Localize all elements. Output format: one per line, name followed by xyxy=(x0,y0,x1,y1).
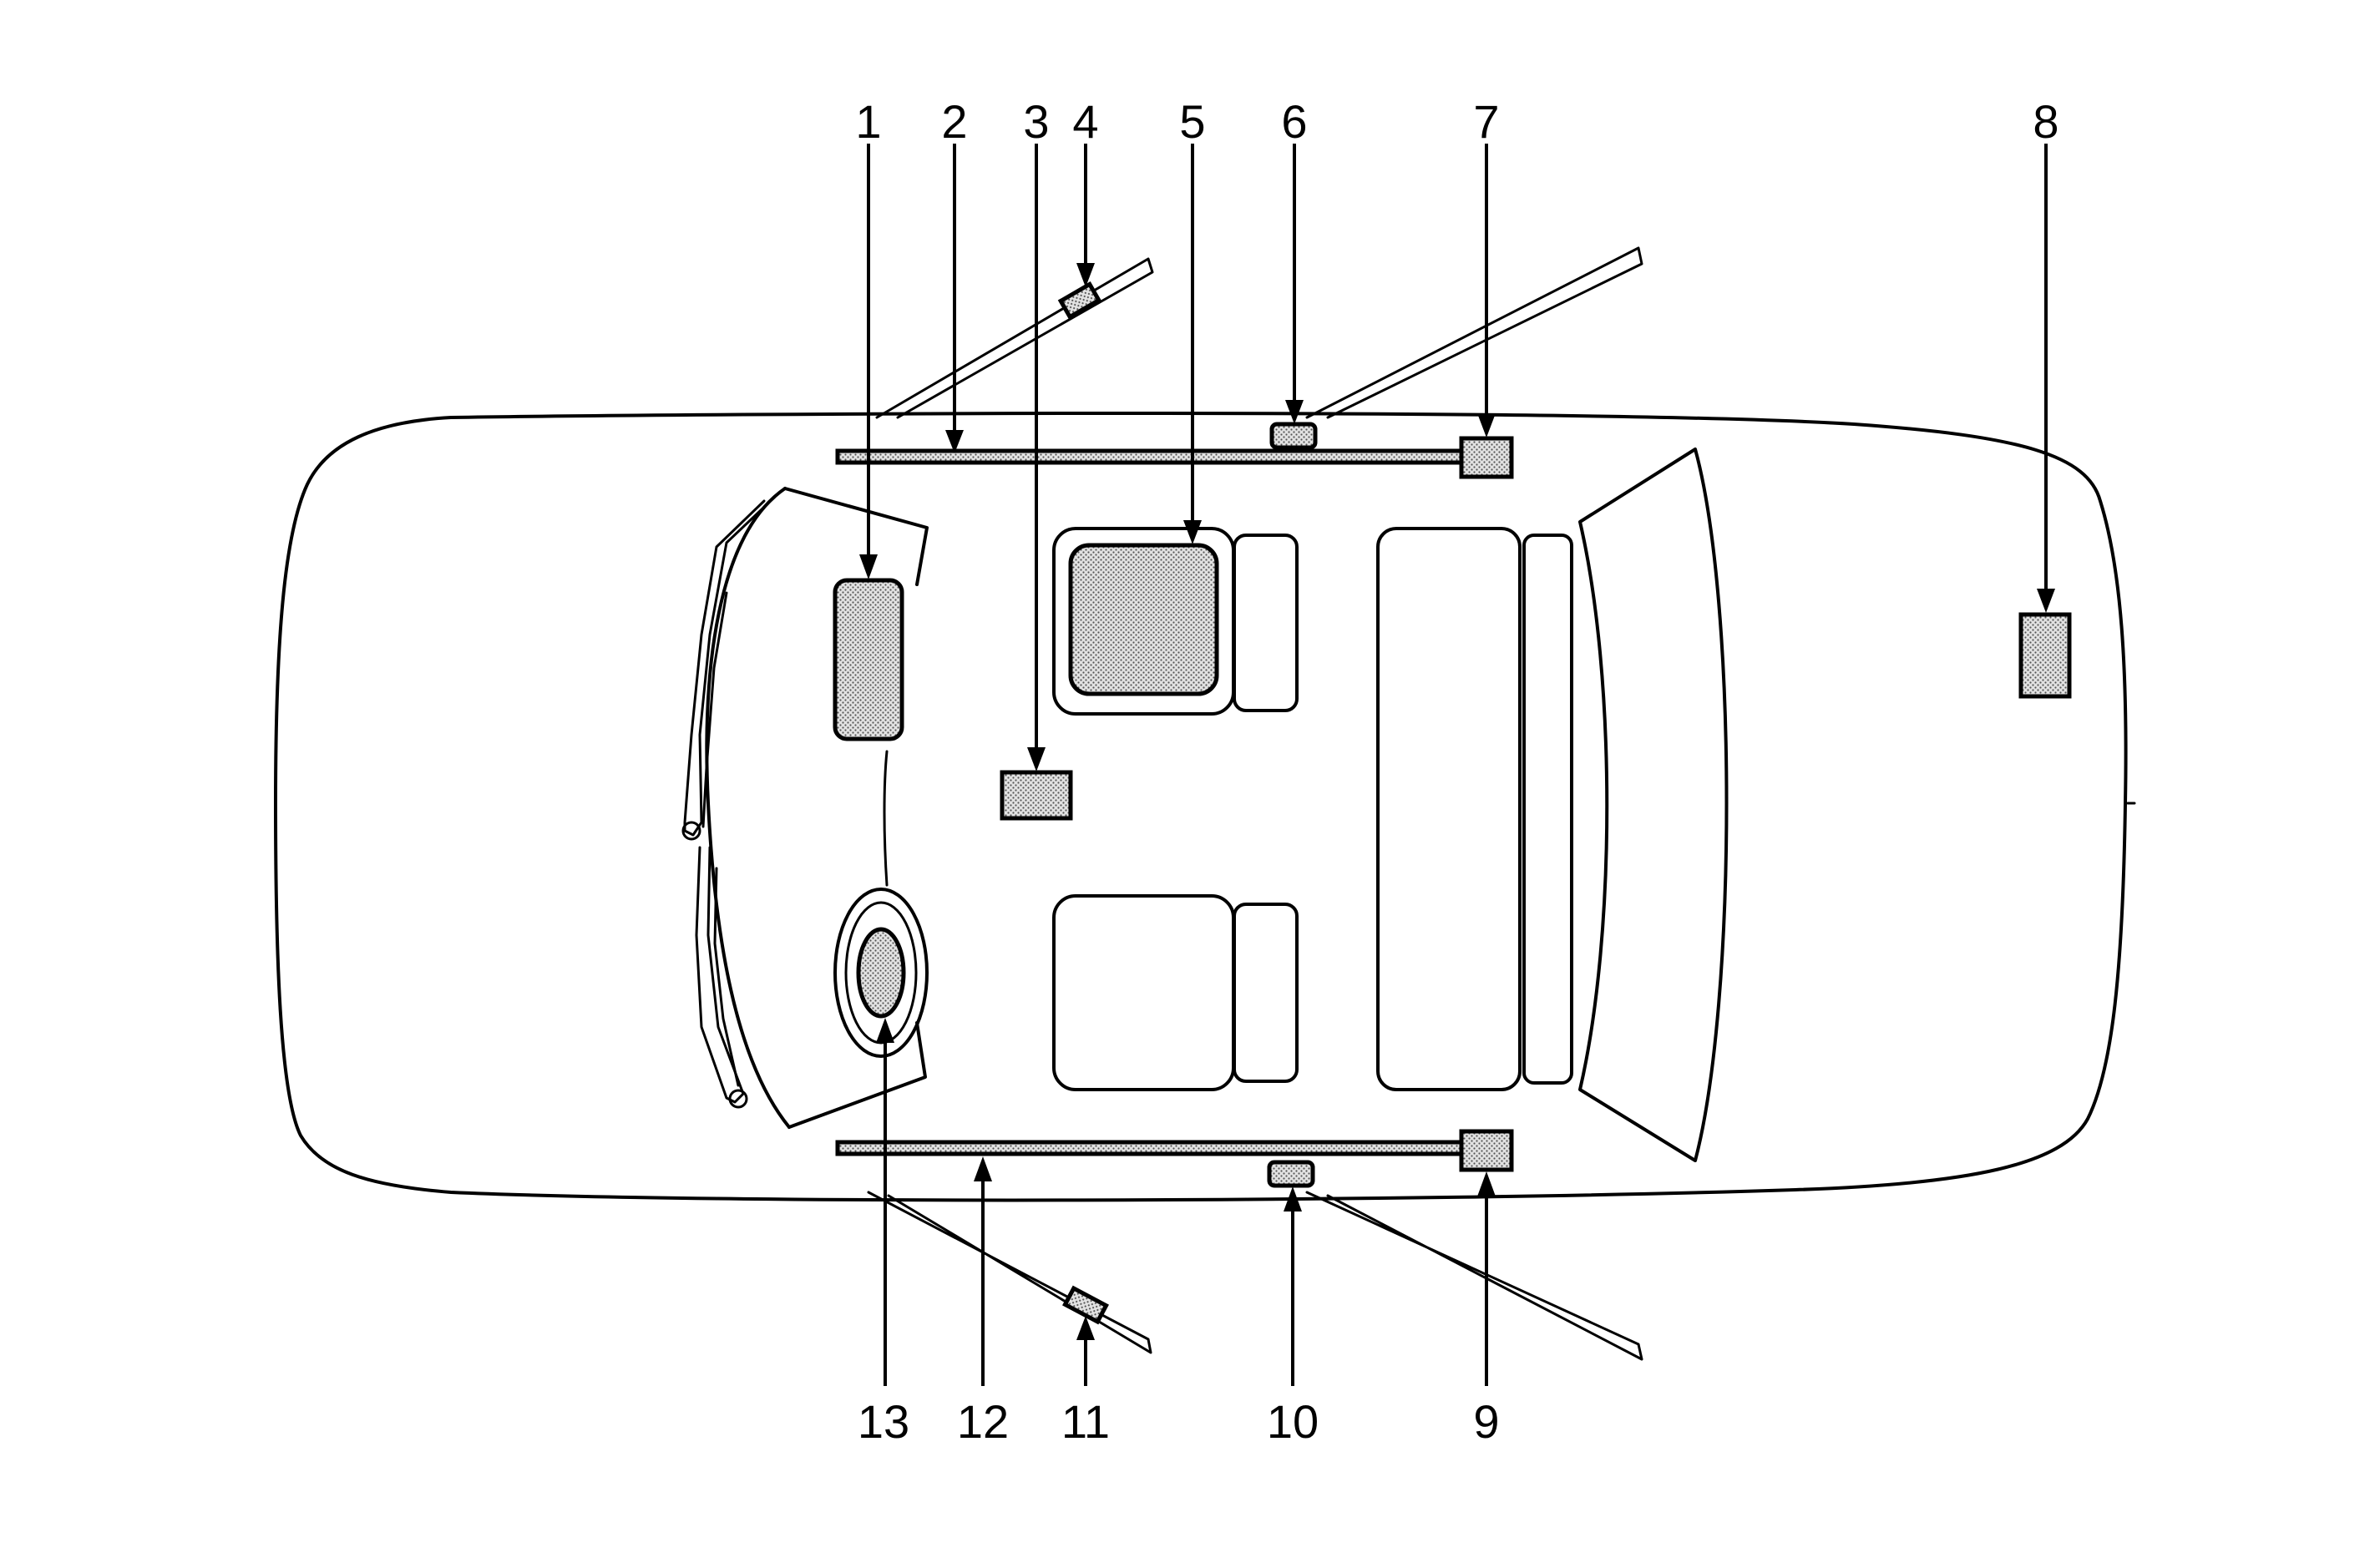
callout-11: 11 xyxy=(1061,1395,1110,1448)
car-outline xyxy=(274,412,2128,1202)
callout-12: 12 xyxy=(957,1395,1009,1448)
wiper-pivot-upper xyxy=(681,821,701,841)
rear-window xyxy=(1578,448,1729,1162)
callout-6: 6 xyxy=(1281,95,1307,148)
roof-rail-airbag-left xyxy=(835,448,1468,465)
callout-4: 4 xyxy=(1072,95,1098,148)
roof-rail-inflator-left xyxy=(1459,436,1514,479)
arrowhead-7 xyxy=(1477,413,1496,438)
callout-9: 9 xyxy=(1473,1395,1499,1448)
side-impact-sensor-left xyxy=(1269,422,1318,450)
driver-airbag-module xyxy=(856,927,906,1019)
sensing-module xyxy=(1000,770,1073,821)
door-front-right xyxy=(867,1191,1152,1354)
arrowhead-1 xyxy=(859,554,878,579)
side-impact-sensor-right xyxy=(1267,1160,1315,1188)
driver-seatback xyxy=(1233,903,1299,1083)
rear-impact-sensor xyxy=(2018,612,2072,699)
arrowhead-5 xyxy=(1183,520,1202,544)
callout-13: 13 xyxy=(858,1395,909,1448)
arrowhead-10 xyxy=(1284,1186,1302,1211)
door-front-left xyxy=(875,257,1154,419)
wiper-arm-upper xyxy=(683,495,777,837)
passenger-presence-sensor xyxy=(1068,543,1219,696)
wiper-blade-lower xyxy=(713,867,740,1087)
arrowhead-2 xyxy=(945,430,964,453)
callout-2: 2 xyxy=(941,95,967,148)
wiper-blade-upper xyxy=(701,591,728,828)
windshield-bottom-edge xyxy=(787,1021,927,1129)
callout-7: 7 xyxy=(1473,95,1499,148)
front-door-sensor-right xyxy=(1062,1285,1109,1325)
arrowhead-12 xyxy=(974,1156,992,1181)
rear-seat-cushion xyxy=(1376,527,1522,1091)
callout-10: 10 xyxy=(1267,1395,1319,1448)
callout-1: 1 xyxy=(855,95,881,148)
callout-3: 3 xyxy=(1023,95,1049,148)
rear-seat-back xyxy=(1522,534,1573,1085)
windshield-area xyxy=(681,487,929,1129)
wiper-arm-lower xyxy=(695,846,745,1104)
arrowhead-3 xyxy=(1027,747,1046,771)
windshield-arc xyxy=(705,487,791,1129)
arrowhead-13 xyxy=(876,1018,894,1043)
steering-wheel xyxy=(833,888,929,1058)
front-door-sensor-left xyxy=(1057,281,1102,320)
leader-lines xyxy=(859,144,2055,1386)
roof-rail-inflator-right xyxy=(1459,1129,1514,1172)
roof-rail-airbag-right xyxy=(835,1140,1468,1156)
callout-labels: 1 2 3 4 5 6 7 8 9 10 11 12 13 xyxy=(855,95,2058,1448)
passenger-airbag-module xyxy=(833,578,904,741)
wiper-pivot-lower xyxy=(728,1089,748,1109)
front-passenger-seatback xyxy=(1233,534,1299,712)
callout-5: 5 xyxy=(1179,95,1205,148)
arrowhead-11 xyxy=(1076,1316,1095,1340)
car-body xyxy=(274,412,2136,1202)
dash-inner-line xyxy=(883,750,889,887)
windshield-top-edge xyxy=(783,487,929,586)
arrowhead-9 xyxy=(1477,1171,1496,1196)
callout-8: 8 xyxy=(2033,95,2058,148)
arrowhead-4 xyxy=(1076,263,1095,287)
components xyxy=(833,281,2072,1325)
door-rear-left xyxy=(1305,246,1643,419)
arrowhead-8 xyxy=(2037,589,2055,613)
arrowhead-6 xyxy=(1285,400,1304,424)
driver-seat xyxy=(1052,894,1235,1091)
door-rear-right xyxy=(1305,1191,1643,1361)
